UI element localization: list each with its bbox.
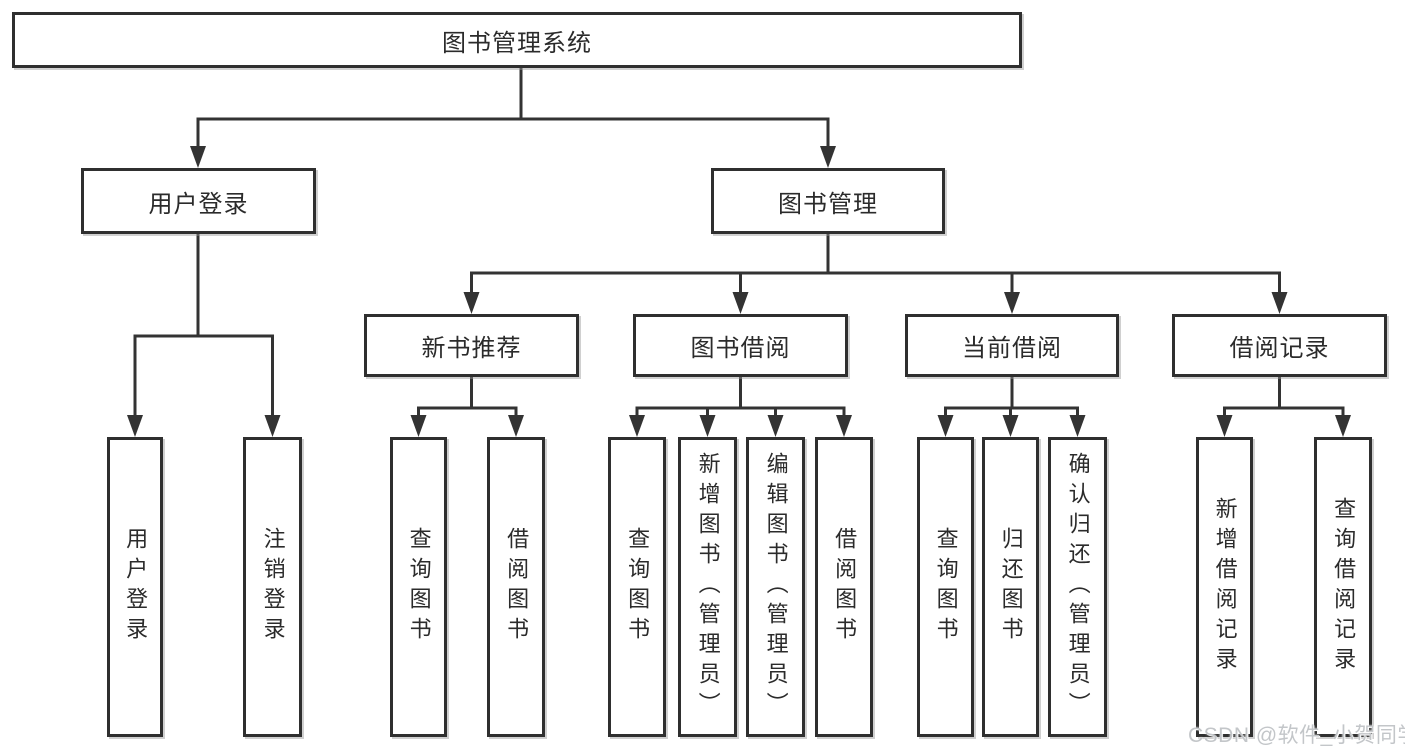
leaf-user-login-label: 用户登录: [123, 527, 149, 647]
leaf-logout: 注销登录: [243, 437, 302, 737]
leaf-query-books-borrow-label: 查询图书: [625, 527, 651, 647]
leaf-add-borrow-record: 新增借阅记录: [1196, 437, 1253, 737]
node-borrow-records-label: 借阅记录: [1229, 335, 1330, 362]
node-book-borrow-label: 图书借阅: [690, 335, 791, 362]
root-node-label: 图书管理系统: [442, 29, 592, 57]
leaf-query-books-recommend: 查询图书: [390, 437, 447, 737]
arrowheads: [127, 146, 1351, 437]
node-book-management-label: 图书管理: [778, 190, 878, 218]
leaf-query-books-recommend-label: 查询图书: [406, 527, 432, 647]
leaf-add-book-admin: 新增图书（管理员）: [678, 437, 737, 737]
leaf-add-borrow-record-label: 新增借阅记录: [1212, 497, 1238, 677]
leaf-query-books-current-label: 查询图书: [933, 527, 959, 647]
leaf-borrow-books-recommend: 借阅图书: [487, 437, 545, 737]
csdn-watermark: CSDN @软件_小贺同学: [1188, 724, 1405, 747]
node-book-management: 图书管理: [711, 168, 945, 234]
leaf-borrow-books: 借阅图书: [815, 437, 873, 737]
node-borrow-records: 借阅记录: [1172, 314, 1387, 377]
leaf-query-books-current: 查询图书: [917, 437, 974, 737]
node-current-borrow-label: 当前借阅: [962, 335, 1062, 362]
node-new-book-recommend: 新书推荐: [364, 314, 579, 377]
node-book-borrow: 图书借阅: [633, 314, 848, 377]
leaf-user-login: 用户登录: [107, 437, 163, 737]
leaf-return-books-label: 归还图书: [998, 527, 1024, 647]
leaf-query-books-borrow: 查询图书: [608, 437, 666, 737]
node-user-login-label: 用户登录: [148, 190, 249, 218]
leaf-edit-book-admin-label: 编辑图书（管理员）: [763, 452, 789, 722]
leaf-add-book-admin-label: 新增图书（管理员）: [695, 452, 721, 722]
root-node: 图书管理系统: [12, 12, 1022, 68]
leaf-query-borrow-record-label: 查询借阅记录: [1331, 497, 1357, 677]
node-new-book-recommend-label: 新书推荐: [421, 335, 522, 362]
leaf-query-borrow-record: 查询借阅记录: [1314, 437, 1372, 737]
node-current-borrow: 当前借阅: [905, 314, 1119, 377]
leaf-borrow-books-recommend-label: 借阅图书: [504, 527, 530, 647]
leaf-borrow-books-label: 借阅图书: [832, 527, 858, 647]
leaf-confirm-return-admin-label: 确认归还（管理员）: [1065, 452, 1091, 722]
leaf-edit-book-admin: 编辑图书（管理员）: [746, 437, 805, 737]
node-user-login: 用户登录: [81, 168, 316, 234]
leaf-logout-label: 注销登录: [260, 527, 286, 647]
leaf-confirm-return-admin: 确认归还（管理员）: [1048, 437, 1107, 737]
leaf-return-books: 归还图书: [982, 437, 1039, 737]
